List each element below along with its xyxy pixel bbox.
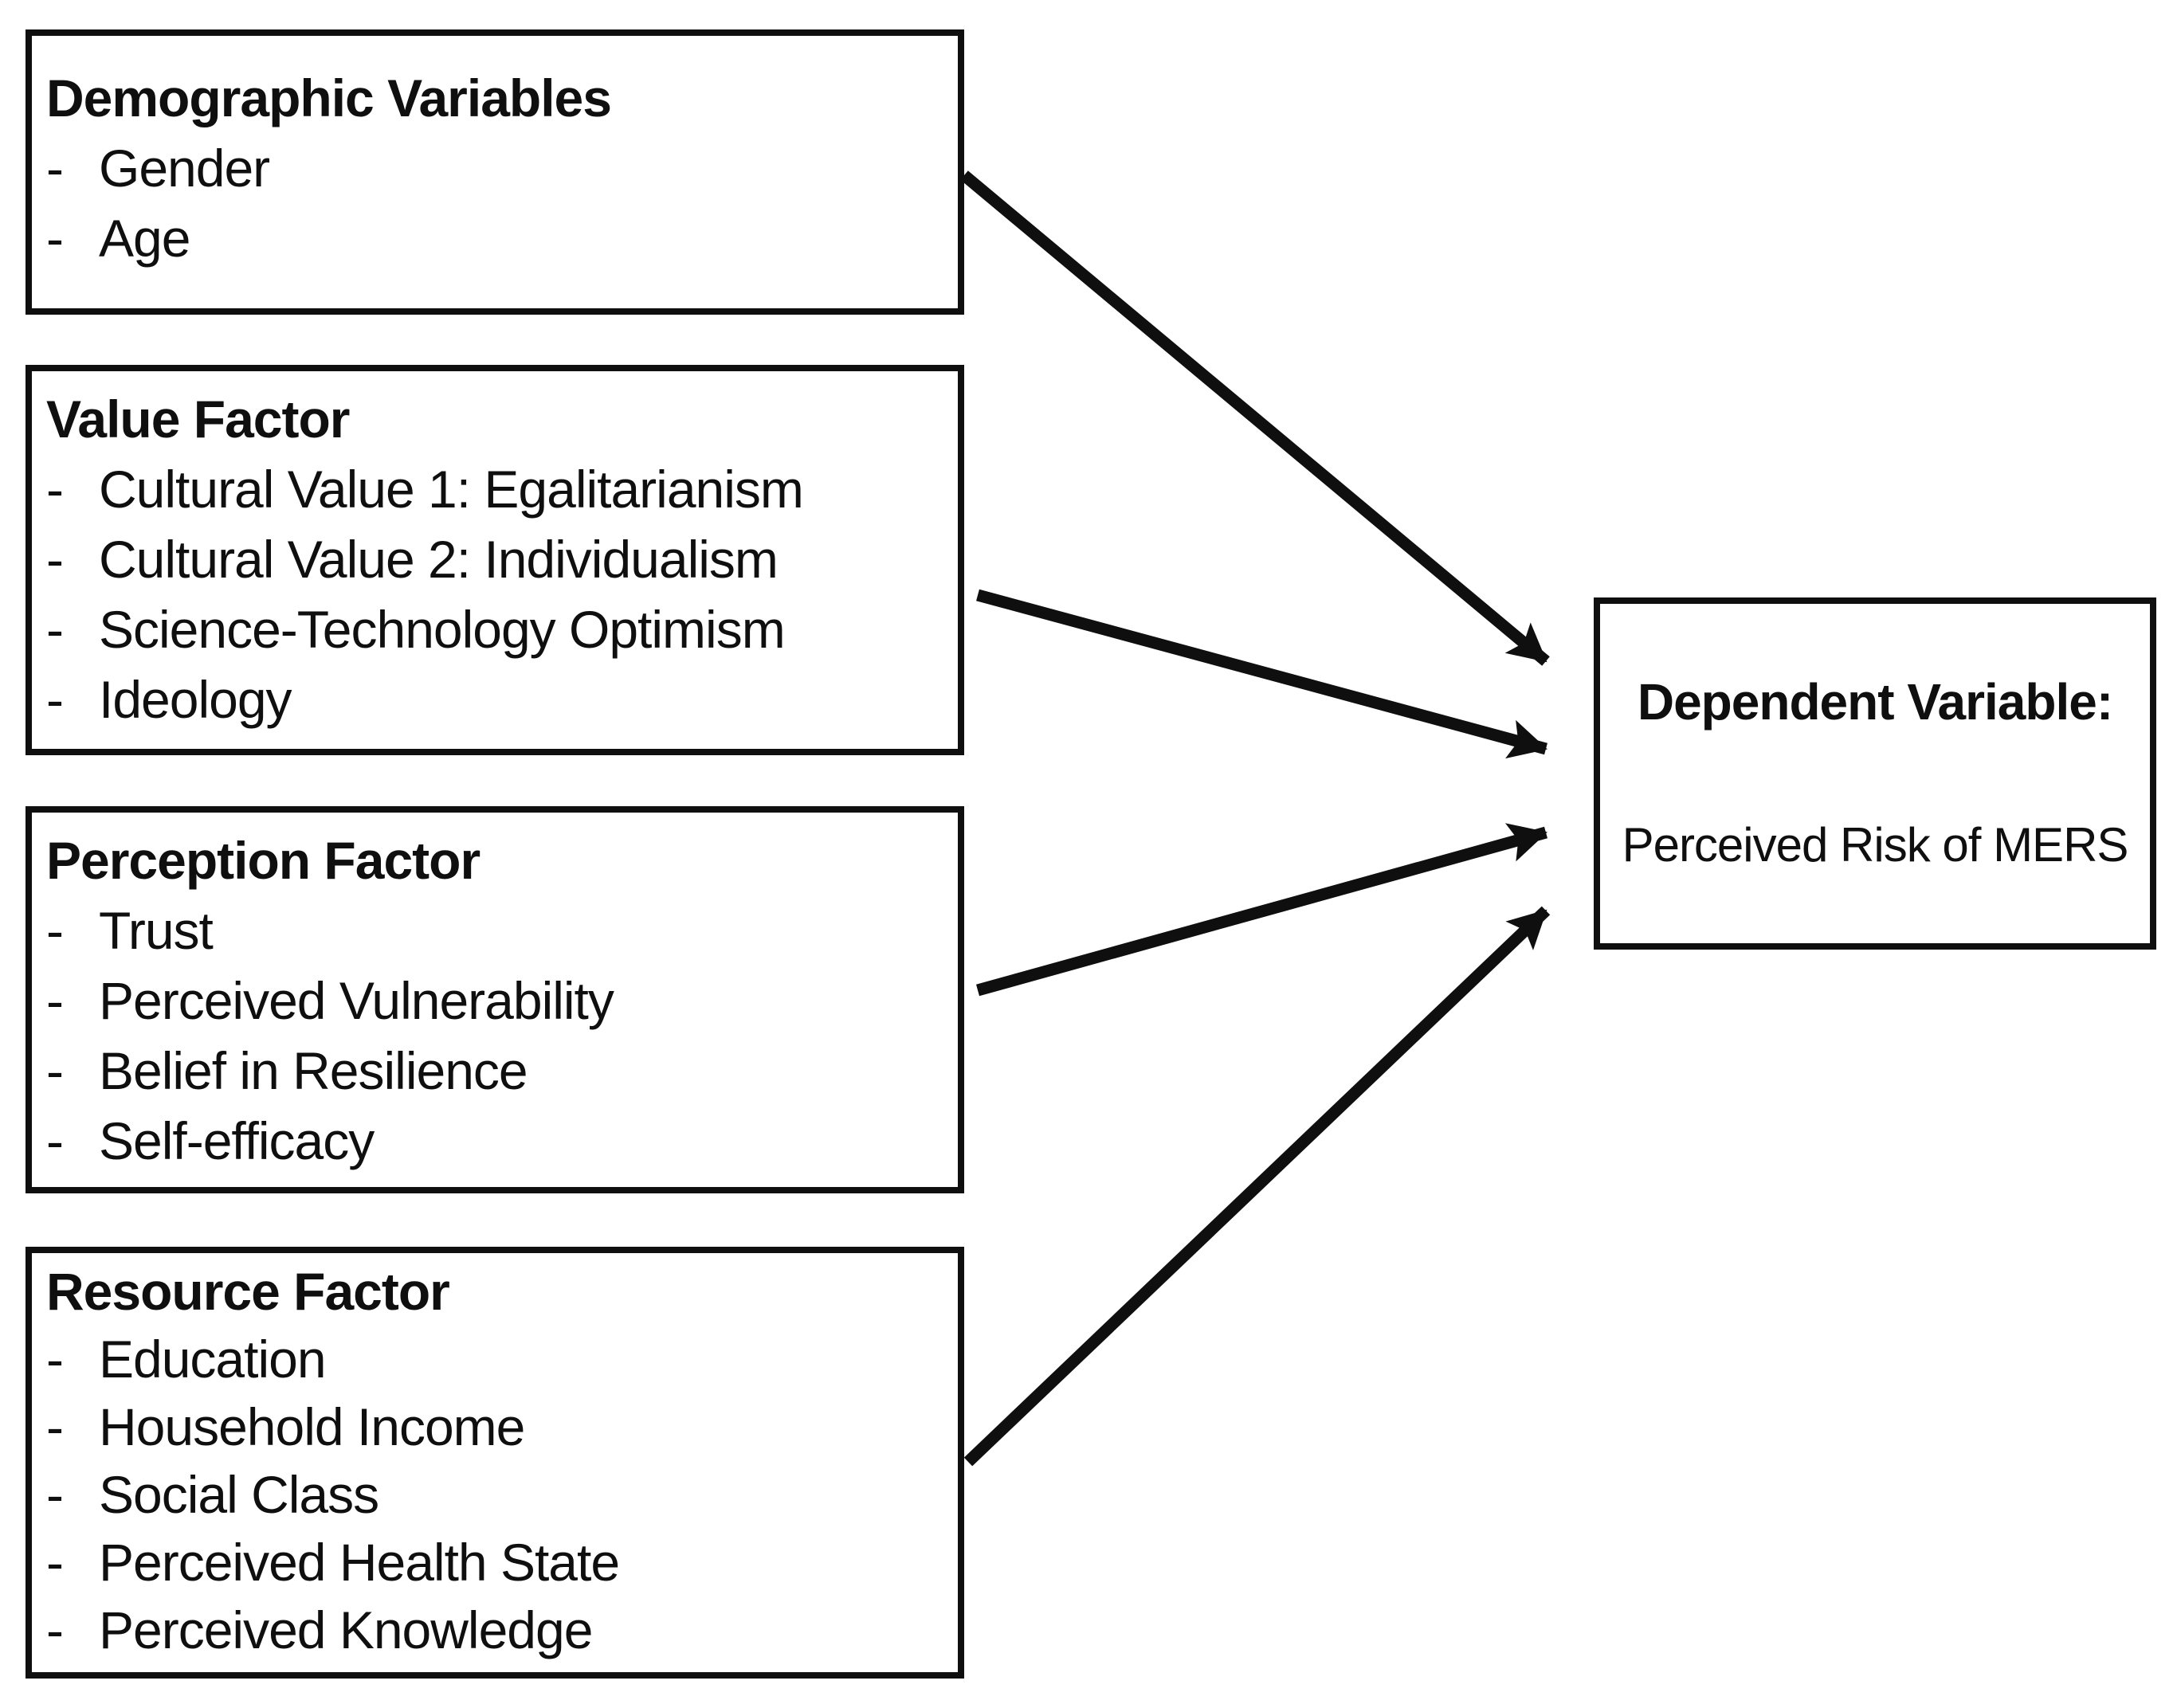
list-item: - Ideology	[46, 664, 950, 735]
bullet-dash: -	[46, 1111, 64, 1170]
bullet-dash: -	[46, 460, 64, 519]
list-item: - Gender	[46, 133, 950, 203]
dependent-variable-value: Perceived Risk of MERS	[1622, 818, 2129, 872]
bullet-dash: -	[46, 1397, 64, 1456]
list-item-label: Cultural Value 2: Individualism	[99, 530, 779, 589]
list-item: - Age	[46, 203, 950, 273]
box-title: Perception Factor	[46, 831, 481, 890]
bullet-dash: -	[46, 600, 64, 659]
box-value-factor: Value Factor - Cultural Value 1: Egalita…	[25, 365, 964, 755]
list-item-label: Science-Technology Optimism	[99, 600, 786, 659]
list-item-label: Perceived Vulnerability	[99, 971, 614, 1030]
list-item-label: Perceived Health State	[99, 1533, 620, 1592]
list-item: - Cultural Value 1: Egalitarianism	[46, 454, 950, 524]
list-item: - Perceived Health State	[46, 1529, 950, 1596]
bullet-dash: -	[46, 670, 64, 729]
list-item: - Perceived Knowledge	[46, 1596, 950, 1664]
box-title: Resource Factor	[46, 1262, 450, 1321]
bullet-dash: -	[46, 1533, 64, 1592]
arrow-perception-to-dependent	[975, 823, 1548, 997]
box-dependent-variable: Dependent Variable: Perceived Risk of ME…	[1594, 597, 2156, 950]
bullet-dash: -	[46, 1041, 64, 1100]
list-item-label: Age	[99, 209, 190, 268]
list-item-label: Perceived Knowledge	[99, 1600, 593, 1659]
list-item: - Belief in Resilience	[46, 1036, 950, 1106]
arrow-resource-to-dependent	[963, 906, 1551, 1467]
bullet-dash: -	[46, 1465, 64, 1524]
list-item: - Social Class	[46, 1461, 950, 1529]
arrow-demographic-to-dependent	[960, 170, 1550, 666]
list-item-label: Belief in Resilience	[99, 1041, 528, 1100]
list-item: - Education	[46, 1326, 950, 1393]
bullet-dash: -	[46, 1330, 64, 1389]
list-item-label: Trust	[99, 901, 214, 960]
list-item-label: Cultural Value 1: Egalitarianism	[99, 460, 804, 519]
list-item: - Household Income	[46, 1393, 950, 1461]
list-item-label: Gender	[99, 139, 270, 198]
bullet-dash: -	[46, 901, 64, 960]
list-item-label: Social Class	[99, 1465, 379, 1524]
box-resource-factor: Resource Factor - Education - Household …	[25, 1247, 964, 1679]
list-item-label: Household Income	[99, 1397, 525, 1456]
list-item: - Perceived Vulnerability	[46, 966, 950, 1036]
list-item: - Self-efficacy	[46, 1106, 950, 1176]
box-title: Value Factor	[46, 390, 351, 449]
box-title: Demographic Variables	[46, 69, 612, 127]
dependent-variable-label: Dependent Variable:	[1637, 673, 2113, 731]
box-demographic-variables: Demographic Variables - Gender - Age	[25, 29, 964, 315]
list-item-label: Ideology	[99, 670, 292, 729]
bullet-dash: -	[46, 139, 64, 198]
bullet-dash: -	[46, 1600, 64, 1659]
list-item: - Science-Technology Optimism	[46, 594, 950, 664]
list-item-label: Education	[99, 1330, 327, 1389]
bullet-dash: -	[46, 530, 64, 589]
list-item: - Trust	[46, 895, 950, 966]
list-item-label: Self-efficacy	[99, 1111, 375, 1170]
arrow-value-to-dependent	[976, 589, 1547, 759]
bullet-dash: -	[46, 209, 64, 268]
box-perception-factor: Perception Factor - Trust - Perceived Vu…	[25, 806, 964, 1193]
list-item: - Cultural Value 2: Individualism	[46, 524, 950, 594]
bullet-dash: -	[46, 971, 64, 1030]
